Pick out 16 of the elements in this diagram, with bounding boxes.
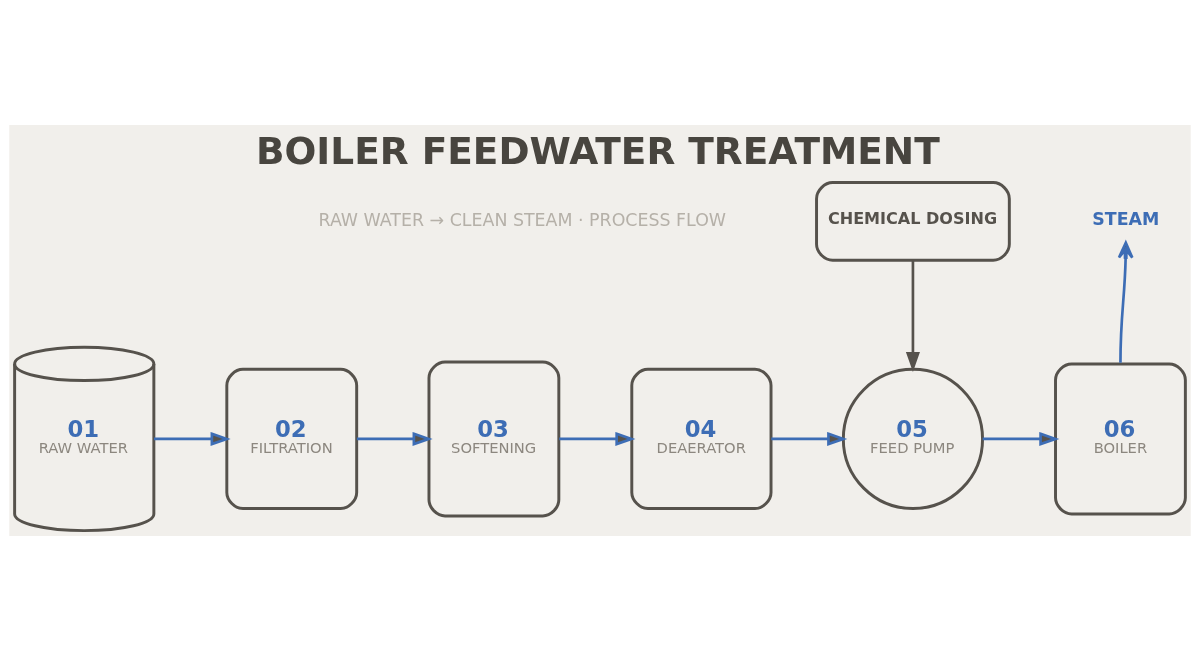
arrow <box>771 431 848 446</box>
label: RAW WATER → CLEAN STEAM · PROCESS FLOW <box>318 209 727 230</box>
arrow <box>1117 240 1134 363</box>
arrow <box>356 431 433 446</box>
node-box: 04 DEAERATOR <box>630 367 773 510</box>
node-box: 03 SOFTENING <box>427 360 561 517</box>
node-circle: 05 FEED PUMP <box>841 367 985 510</box>
node-text: STEAM <box>1092 208 1160 229</box>
node-box: CHEMICAL DOSING <box>815 180 1011 262</box>
arrow <box>982 431 1060 446</box>
arrow <box>153 431 231 446</box>
arrow <box>559 431 636 446</box>
node-box: 06 BOILER <box>1054 362 1187 515</box>
node-box: 02 FILTRATION <box>225 367 359 510</box>
arrow <box>905 259 920 372</box>
diagram-title: BOILER FEEDWATER TREATMENT <box>255 128 940 173</box>
